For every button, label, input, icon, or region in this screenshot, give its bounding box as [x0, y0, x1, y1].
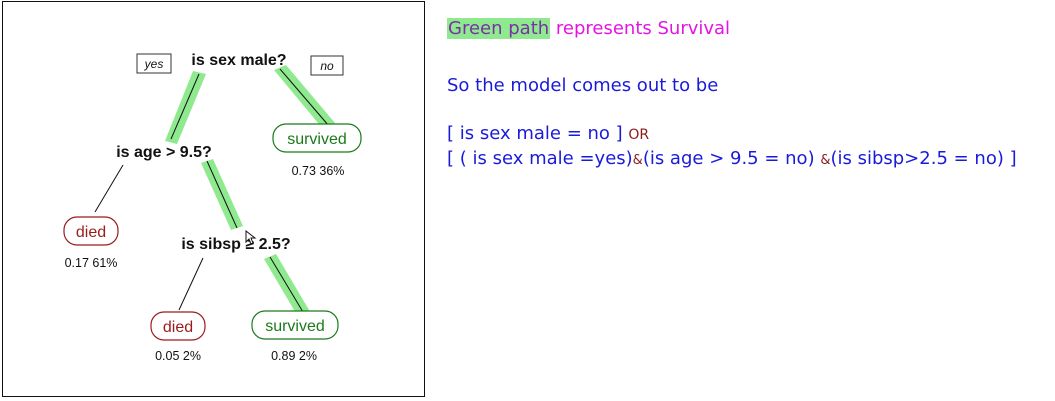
mouse-cursor-icon: [245, 229, 257, 245]
leaf-died-bottom-label: died: [163, 319, 193, 336]
edge-root-survived: [279, 68, 330, 127]
leaf-survived-top-stats: 0.73 36%: [292, 164, 345, 178]
model-intro: So the model comes out to be: [447, 75, 719, 96]
and-operator-2: &: [820, 153, 831, 168]
yes-box: [136, 53, 172, 74]
leaf-died-left: [63, 216, 119, 246]
leaf-survived-top-label: survived: [287, 131, 347, 148]
rule-1-text: [ is sex male = no ]: [447, 123, 629, 144]
represents-survival-text: represents Survival: [550, 18, 731, 39]
edge-sibsp-survived: [269, 256, 304, 313]
leaf-died-left-label: died: [76, 224, 106, 241]
decision-tree-diagram: yes no is sex male? is age > 9.5? is sib…: [63, 52, 362, 363]
or-operator: OR: [628, 127, 650, 143]
edge-sibsp-died: [178, 257, 204, 311]
age-question: is age > 9.5?: [116, 144, 212, 161]
edge-age-sibsp: [206, 160, 238, 229]
survival-path-root-to-age: [165, 71, 206, 144]
yes-label: yes: [144, 57, 164, 71]
root-question: is sex male?: [191, 52, 286, 69]
leaf-survived-top: [272, 123, 362, 153]
leaf-died-bottom-stats: 0.05 2%: [155, 349, 201, 363]
legend-line: Green path represents Survival: [447, 18, 730, 40]
rule-2: [ ( is sex male =yes)&(is age > 9.5 = no…: [447, 148, 1017, 172]
leaf-died-left-stats: 0.17 61%: [65, 256, 118, 270]
edge-root-age: [170, 73, 200, 140]
leaf-survived-bottom-label: survived: [265, 318, 325, 335]
leaf-survived-bottom: [251, 310, 339, 340]
and-operator-1: &: [632, 153, 643, 168]
no-box: [310, 55, 344, 76]
decision-tree-panel: yes no is sex male? is age > 9.5? is sib…: [2, 1, 425, 397]
edge-age-died: [94, 164, 124, 213]
green-path-highlight: Green path: [447, 18, 551, 39]
rule-2-part-2: (is age > 9.5 = no): [642, 148, 821, 169]
rule-2-part-3: (is sibsp>2.5 = no) ]: [830, 148, 1017, 169]
rule-1: [ is sex male = no ] OR: [447, 123, 649, 146]
rule-2-part-1: [ ( is sex male =yes): [447, 148, 633, 169]
no-label: no: [320, 59, 334, 73]
leaf-survived-bottom-stats: 0.89 2%: [271, 349, 317, 363]
sibsp-question: is sibsp ≥ 2.5?: [181, 236, 290, 253]
leaf-died-bottom: [150, 311, 206, 341]
